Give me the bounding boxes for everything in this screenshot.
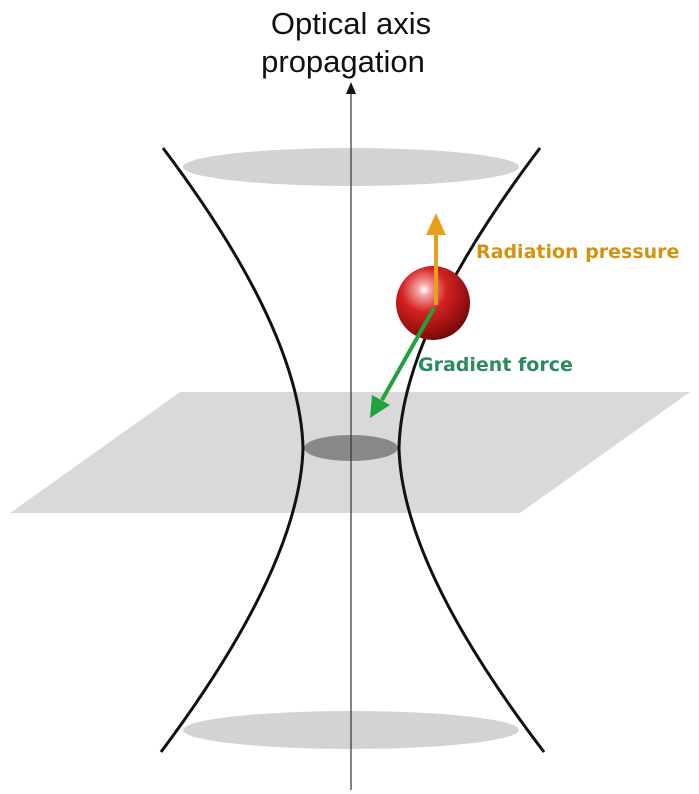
trapped-particle: [396, 266, 470, 340]
gradient-force-arrow-shaft: [380, 307, 436, 401]
radiation-pressure-arrowhead: [426, 213, 446, 235]
beam-edge-left: [159, 147, 305, 753]
radiation-pressure-label: Radiation pressure: [476, 241, 679, 263]
gradient-force-arrowhead: [370, 395, 390, 418]
optical-axis-arrowhead: [346, 82, 356, 94]
beam-edge-right: [397, 147, 546, 753]
axis-title-line2: propagation: [261, 44, 425, 79]
axis-title-line1: Optical axis: [271, 6, 431, 41]
gradient-force-label: Gradient force: [418, 354, 573, 376]
